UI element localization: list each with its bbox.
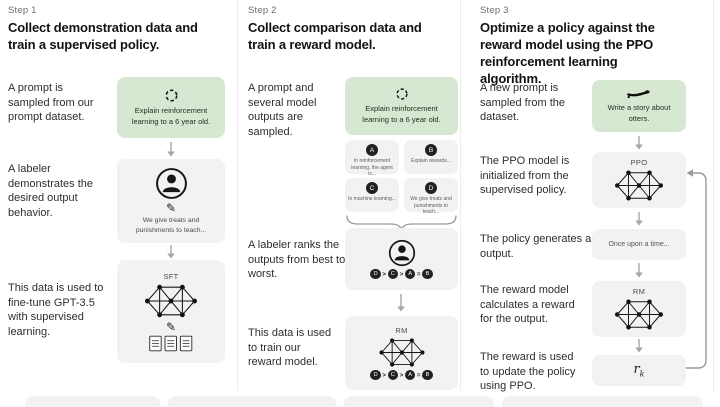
step-2-caption-sampled: A prompt and several model outputs are s… [248,82,317,139]
column-divider [460,0,461,391]
down-arrow-icon [167,245,175,259]
output-badge-a: A [366,144,378,156]
rank-badge: D [370,268,381,280]
rank-badge: B [422,268,433,280]
policy-output-card: Once upon a time... [592,229,686,260]
rank-badge: C [387,268,399,280]
step-2-label: Step 2 [248,5,277,16]
output-card-d: D We give treats and punishments to teac… [404,178,458,215]
rank-separator: = [416,371,421,379]
output-text-a: In reinforcement learning, the agent is.… [351,158,393,177]
step-2-column: Step 2 Collect comparison data and train… [238,0,460,407]
output-text-d: We give treats and punishments to teach.… [410,196,452,215]
down-arrow-icon [635,136,643,150]
step-3-column: Step 3 Optimize a policy against the rew… [461,0,720,407]
output-badge-c: C [366,182,378,194]
down-arrow-icon [397,294,405,312]
step-1-column: Step 1 Collect demonstration data and tr… [0,0,237,407]
step-2-heading: Collect comparison data and train a rewa… [248,20,422,53]
prompt-text: Explain reinforcement learning to a 6 ye… [131,106,211,126]
column-divider [237,0,238,391]
documents-icon [149,335,193,352]
down-arrow-icon [635,339,643,353]
bottom-card-edge [25,396,160,407]
rm-model-card: RM [592,281,686,337]
step-3-label: Step 3 [480,5,509,16]
bottom-card-edge [502,396,703,407]
ranking-row: D > C > A = B [370,369,433,381]
rank-separator: > [382,270,387,278]
reward-symbol: rk [633,362,645,379]
step-2-caption-rank: A labeler ranks the outputs from best to… [248,239,346,281]
demonstration-text: We give treats and punishments to teach.… [135,217,207,234]
step-3-caption-prompt: A new prompt is sampled from the dataset… [480,82,565,124]
step-3-caption-output: The policy generates an output. [480,233,598,260]
rank-badge: D [370,369,381,381]
step-3-caption-update: The reward is used to update the policy … [480,351,576,393]
step-3-heading: Optimize a policy against the reward mod… [480,20,655,87]
rm-label: RM [395,325,408,335]
sample-cycle-icon [395,87,409,101]
rank-separator: > [382,371,387,379]
rm-label: RM [632,287,646,296]
prompt-card: Write a story about otters. [592,80,686,132]
prompt-text: Write a story about otters. [607,103,671,123]
feedback-loop-arrow [686,169,707,369]
down-arrow-icon [167,142,175,157]
column-divider [713,0,714,391]
prompt-card: Explain reinforcement learning to a 6 ye… [117,77,225,138]
sft-label: SFT [163,271,179,281]
neural-network-icon [379,337,425,368]
step-1-caption-finetune: This data is used to fine-tune GPT-3.5 w… [8,282,104,339]
step-1-heading: Collect demonstration data and train a s… [8,20,198,53]
sample-cycle-icon [164,88,179,103]
labeler-person-icon [388,239,416,267]
sft-model-card: SFT ✎ [117,260,225,363]
reward-value-card: rk [592,355,686,386]
output-text-c: In machine learning... [348,196,396,202]
neural-network-icon [615,298,663,331]
labeler-person-icon [155,167,188,200]
output-card-b: B Explain rewards... [404,140,458,174]
output-card-a: A In reinforcement learning, the agent i… [345,140,399,177]
bottom-card-edge [168,396,336,407]
ranking-row: D > C > A = B [370,268,433,280]
ppo-label: PPO [630,158,648,167]
rank-separator: > [399,270,404,278]
step-1-caption-prompt: A prompt is sampled from our prompt data… [8,82,94,124]
ppo-model-card: PPO [592,152,686,208]
otter-icon [626,88,652,100]
pencil-icon: ✎ [165,201,177,216]
neural-network-icon [615,169,663,202]
bottom-card-edge [344,396,494,407]
pencil-icon: ✎ [165,319,177,334]
rm-model-card: RM D > C > A = B [345,316,458,390]
prompt-card: Explain reinforcement learning to a 6 ye… [345,77,458,135]
rank-badge: A [404,268,416,280]
prompt-text: Explain reinforcement learning to a 6 ye… [362,104,441,124]
rank-badge: B [422,369,433,381]
output-badge-d: D [425,182,437,194]
rank-separator: = [416,270,421,278]
step-1-label: Step 1 [8,5,37,16]
labeler-card: ✎ We give treats and punishments to teac… [117,159,225,243]
step-2-caption-train: This data is used to train our reward mo… [248,327,332,369]
output-text-b: Explain rewards... [411,158,451,164]
rank-badge: C [387,369,399,381]
rank-separator: > [399,371,404,379]
down-arrow-icon [635,263,643,278]
neural-network-icon [145,283,197,319]
rank-badge: A [404,369,416,381]
step-3-caption-reward-calc: The reward model calculates a reward for… [480,284,575,326]
step-1-caption-labeler: A labeler demonstrates the desired outpu… [8,163,93,220]
step-3-caption-ppo-init: The PPO model is initialized from the su… [480,155,570,197]
output-badge-b: B [425,144,437,156]
down-arrow-icon [635,212,643,226]
labeler-ranking-card: D > C > A = B [345,228,458,290]
output-card-c: C In machine learning... [345,178,399,212]
policy-output-text: Once upon a time... [608,241,670,248]
